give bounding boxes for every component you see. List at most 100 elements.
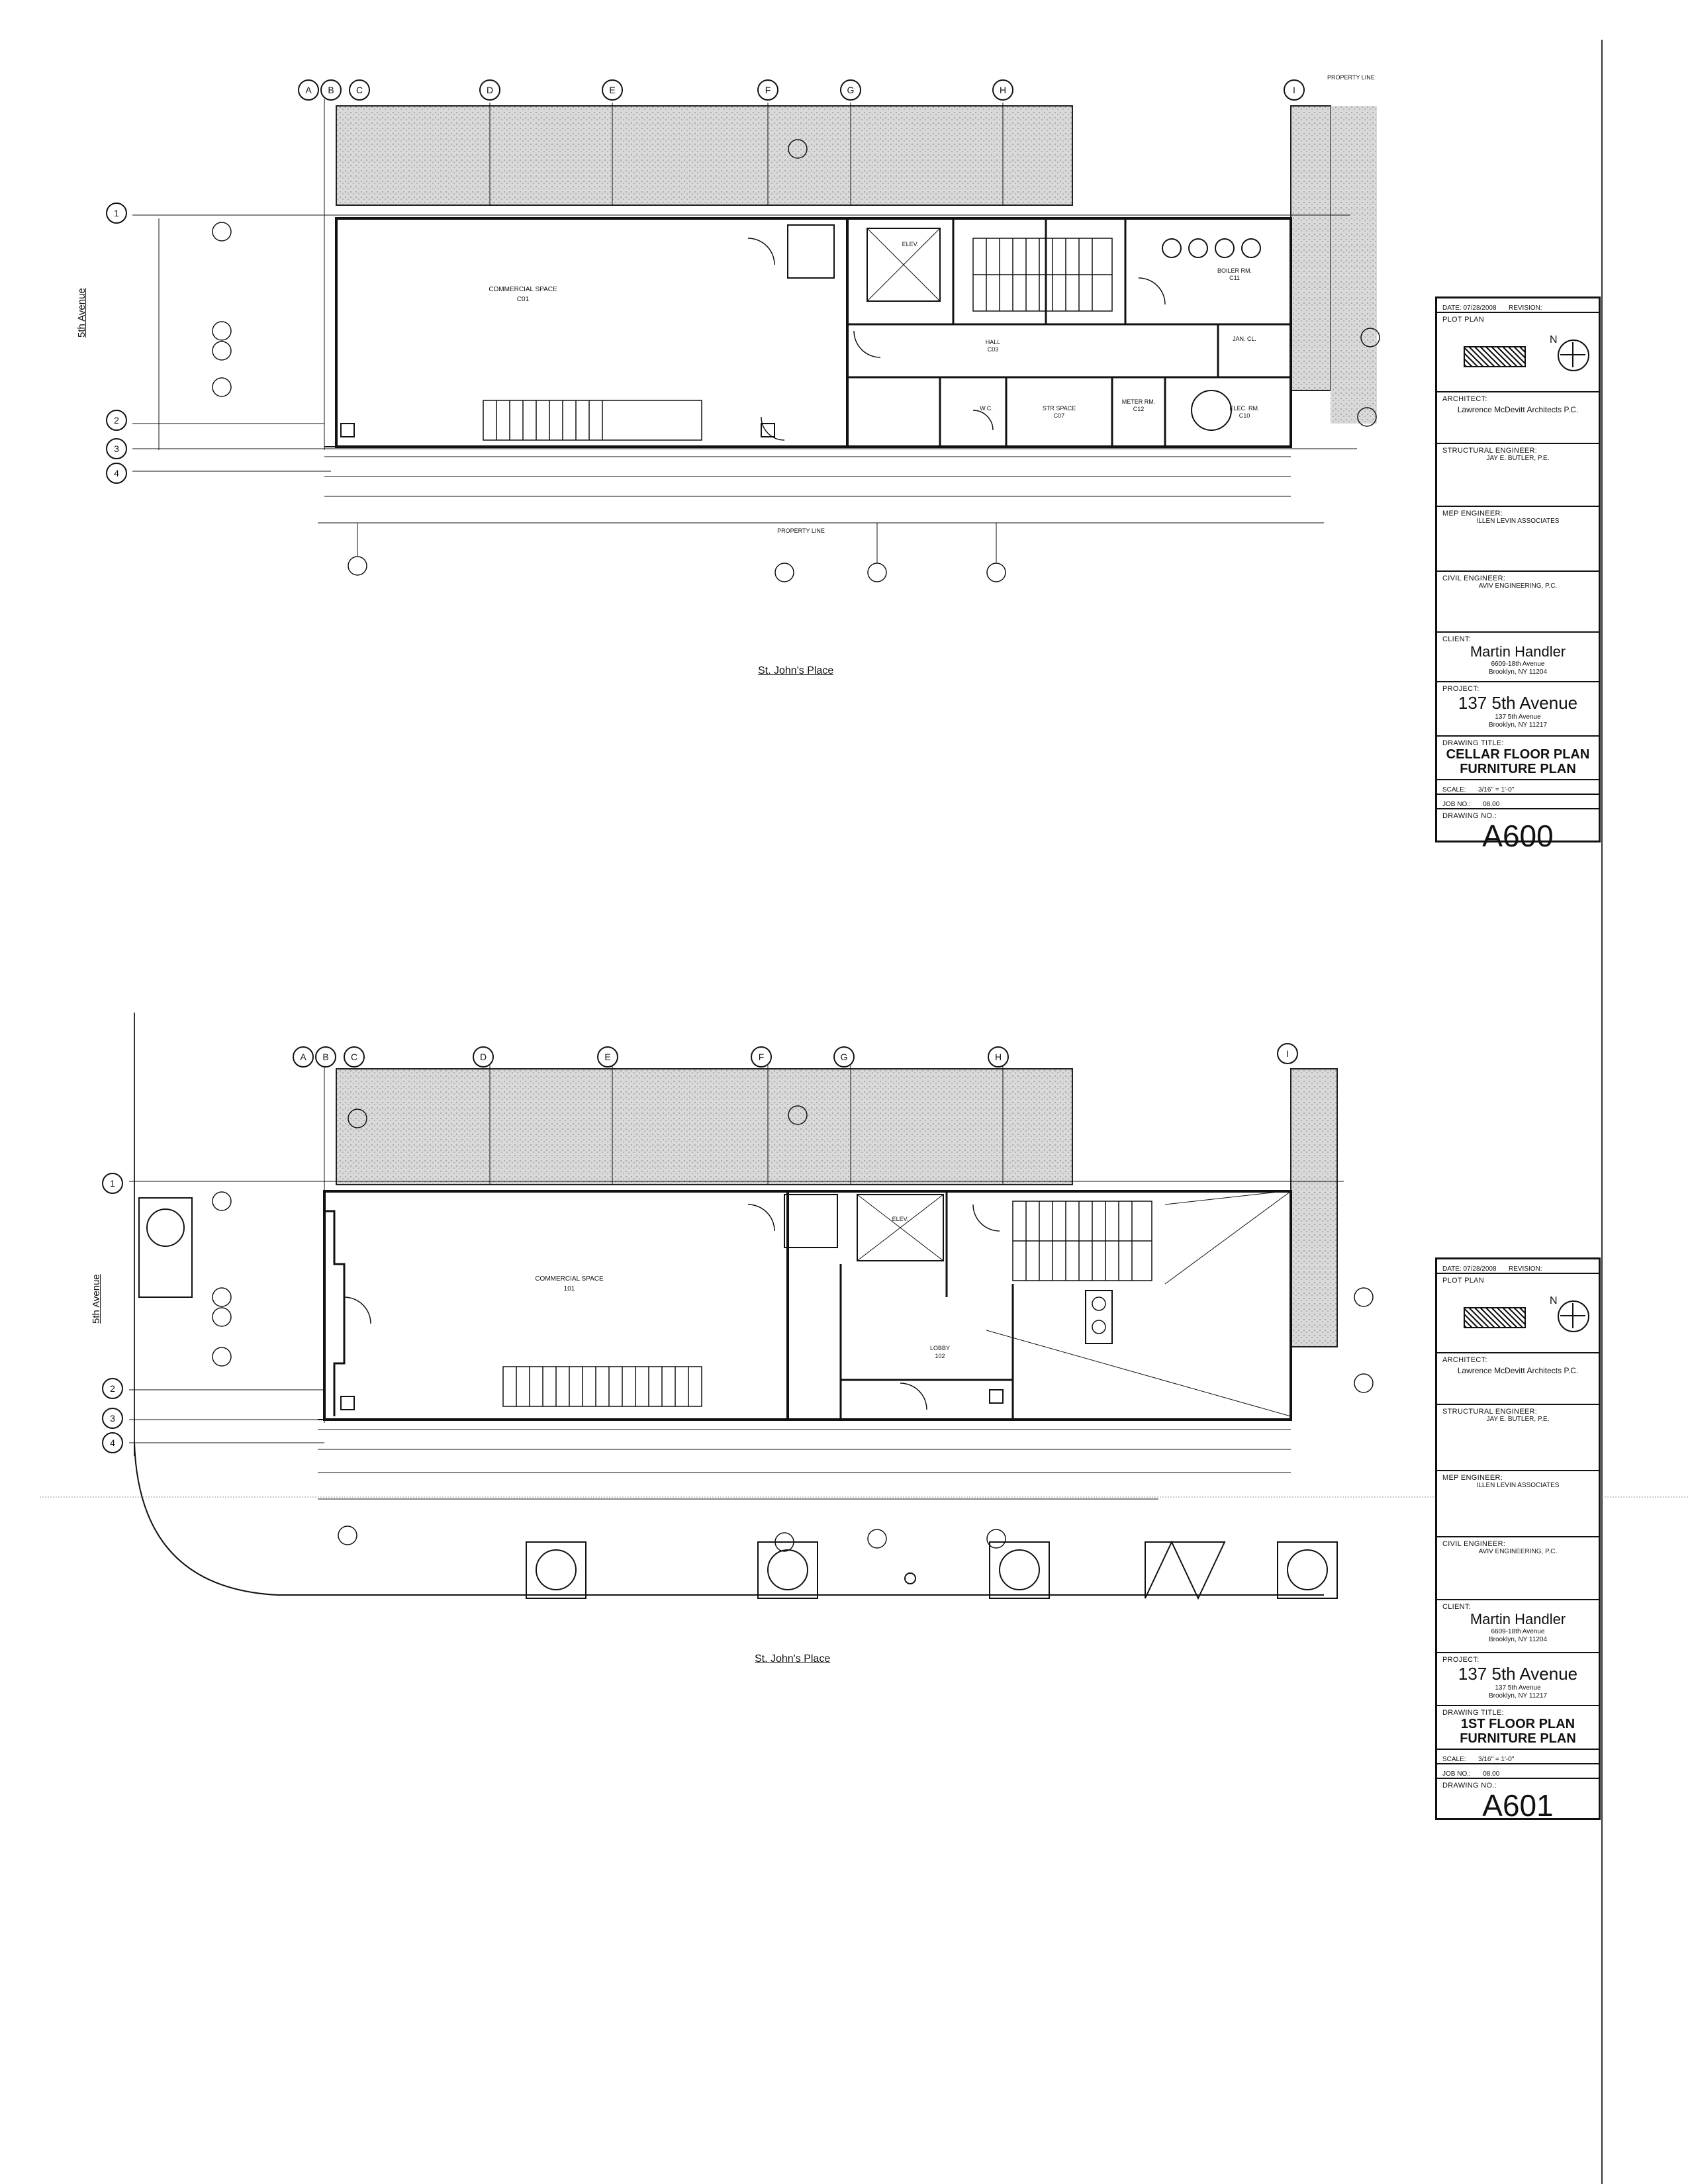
commercial-stair (502, 1366, 702, 1407)
job-label: JOB NO.: (1442, 801, 1471, 808)
project-label: PROJECT: (1442, 685, 1479, 693)
svg-text:B: B (328, 85, 334, 95)
drawing-title-label: DRAWING TITLE: (1442, 739, 1504, 747)
sidewalk-hatch (336, 1068, 1073, 1185)
adjacent-hatch (1290, 1068, 1338, 1347)
room-label-commercial: COMMERCIAL SPACE (489, 286, 557, 293)
structural-label: STRUCTURAL ENGINEER: (1442, 1408, 1538, 1416)
structural-label: STRUCTURAL ENGINEER: (1442, 447, 1538, 455)
svg-text:C: C (351, 1052, 357, 1062)
svg-text:D: D (487, 85, 493, 95)
property-line-label-bottom: PROPERTY LINE (777, 527, 825, 534)
room-label-boiler: BOILER RM. (1217, 267, 1252, 274)
client-address-2: Brooklyn, NY 11204 (1488, 1636, 1548, 1643)
svg-text:1: 1 (110, 1178, 115, 1189)
north-arrow-icon: N (1550, 1295, 1589, 1332)
civil-label: CIVIL ENGINEER: (1442, 574, 1506, 582)
title-block-a600: DATE: 07/28/2008 REVISION: PLOT PLAN N A… (1435, 296, 1601, 852)
date-label: DATE: 07/28/2008 (1442, 304, 1497, 312)
civil-label: CIVIL ENGINEER: (1442, 1540, 1506, 1548)
svg-text:2: 2 (110, 1383, 115, 1394)
building-outline (335, 217, 1292, 448)
sheet-number: A601 (1482, 1788, 1554, 1823)
drawing-title-line1: 1ST FLOOR PLAN (1460, 1717, 1575, 1731)
room-number-meter: C12 (1133, 406, 1145, 412)
adjacent-hatch (1290, 105, 1331, 391)
svg-text:4: 4 (114, 468, 119, 478)
svg-text:A: A (300, 1052, 306, 1062)
client-name: Martin Handler (1470, 1611, 1566, 1627)
cellar-grid-bubbles (106, 79, 1305, 484)
civil-name: AVIV ENGINEERING, P.C. (1478, 582, 1558, 590)
room-number-boiler: C11 (1229, 275, 1240, 281)
revision-label: REVISION: (1509, 304, 1542, 312)
plot-plan-diagram (1464, 1307, 1526, 1328)
project-address-1: 137 5th Avenue (1495, 713, 1541, 721)
svg-text:I: I (1286, 1048, 1289, 1059)
drawing-title-label: DRAWING TITLE: (1442, 1709, 1504, 1717)
client-address-1: 6609-18th Avenue (1491, 660, 1545, 668)
room-number-commercial-1f: 101 (564, 1285, 575, 1293)
drawing-title-line2: FURNITURE PLAN (1460, 762, 1576, 776)
structural-name: JAY E. BUTLER, P.E. (1486, 1416, 1550, 1423)
north-arrow-icon: N (1550, 334, 1589, 371)
drawing-title-line1: CELLAR FLOOR PLAN (1446, 747, 1590, 762)
svg-text:I: I (1293, 85, 1295, 95)
street-label-bottom: St. John's Place (755, 1653, 831, 1664)
svg-text:C: C (356, 85, 363, 95)
drawing-number-label: DRAWING NO.: (1442, 1782, 1497, 1790)
drawing-title-line2: FURNITURE PLAN (1460, 1731, 1576, 1746)
first-floor-grid-bubbles (102, 1043, 1298, 1453)
first-floor-plan: ABC DEF GHI 12 34 COMMERCIAL SPACE 101 L… (102, 1043, 1374, 1600)
drawing-number-label: DRAWING NO.: (1442, 812, 1497, 820)
street-label-top: St. John's Place (758, 665, 834, 676)
street-trees (138, 1197, 1338, 1600)
architect-name: Lawrence McDevitt Architects P.C. (1457, 405, 1579, 414)
hydrant-icon (904, 1572, 916, 1584)
svg-text:H: H (995, 1052, 1002, 1062)
client-label: CLIENT: (1442, 635, 1472, 643)
architect-name: Lawrence McDevitt Architects P.C. (1457, 1366, 1579, 1375)
room-number-elec: C10 (1239, 412, 1250, 419)
cellar-floor-plan: A BC DEF GHI 12 34 COMMERCIAL SPACE C01 … (106, 74, 1380, 582)
architect-label: ARCHITECT: (1442, 1356, 1487, 1364)
room-number-commercial: C01 (517, 296, 530, 303)
room-label-lobby: LOBBY (930, 1345, 950, 1351)
room-label-wc: W.C. (980, 405, 993, 412)
project-address-2: Brooklyn, NY 11217 (1488, 1692, 1548, 1700)
mep-name: ILLEN LEVIN ASSOCIATES (1476, 1482, 1560, 1489)
plot-plan-diagram (1464, 346, 1526, 367)
room-number-hall: C03 (988, 346, 999, 353)
title-block-a601: DATE: 07/28/2008 REVISION: PLOT PLAN N A… (1435, 1257, 1601, 1823)
scale-label: SCALE: (1442, 1756, 1466, 1763)
room-label-elev-1f: ELEV. (892, 1216, 909, 1222)
elevator-shaft (857, 1194, 944, 1261)
date-label: DATE: 07/28/2008 (1442, 1265, 1497, 1273)
project-address-1: 137 5th Avenue (1495, 1684, 1541, 1692)
job-value: 08.00 (1483, 801, 1500, 808)
plot-plan-label: PLOT PLAN (1442, 1277, 1485, 1285)
svg-text:3: 3 (110, 1413, 115, 1424)
mep-label: MEP ENGINEER: (1442, 510, 1503, 518)
adjacent-hatch-2 (1331, 106, 1377, 424)
project-name: 137 5th Avenue (1458, 1664, 1578, 1684)
svg-text:F: F (759, 1052, 765, 1062)
svg-text:H: H (1000, 85, 1006, 95)
project-label: PROJECT: (1442, 1656, 1479, 1664)
avenue-label-bottom: 5th Avenue (91, 1274, 102, 1324)
room-label-hall: HALL (986, 339, 1001, 345)
svg-text:F: F (765, 85, 771, 95)
svg-text:G: G (847, 85, 855, 95)
room-number-str: C07 (1054, 412, 1065, 419)
svg-text:1: 1 (114, 208, 119, 218)
client-name: Martin Handler (1470, 643, 1566, 660)
scale-label: SCALE: (1442, 786, 1466, 794)
svg-text:G: G (841, 1052, 848, 1062)
client-address-2: Brooklyn, NY 11204 (1488, 668, 1548, 676)
room-label-elev: ELEV. (902, 241, 919, 248)
room-label-meter: METER RM. (1122, 398, 1156, 405)
job-value: 08.00 (1483, 1770, 1500, 1778)
sheet-number: A600 (1482, 819, 1554, 853)
project-address-2: Brooklyn, NY 11217 (1488, 721, 1548, 729)
project-name: 137 5th Avenue (1458, 693, 1578, 713)
